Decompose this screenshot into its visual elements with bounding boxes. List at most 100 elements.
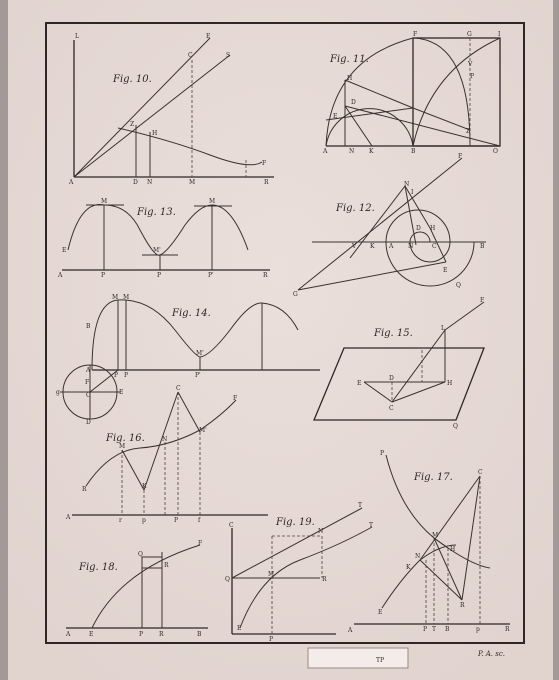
fig18-label: R bbox=[159, 631, 164, 638]
fig14-label: P bbox=[124, 372, 128, 379]
fig11: Fig. 11. F G I H D E V P Z A N K B O bbox=[322, 31, 501, 155]
fig15-label: D bbox=[389, 375, 394, 382]
fig11-label: F bbox=[413, 31, 417, 38]
fig14-label: M bbox=[123, 294, 129, 301]
fig17-label: R bbox=[460, 602, 465, 609]
fig11-label: G bbox=[467, 31, 472, 38]
fig13-title: Fig. 13. bbox=[136, 207, 176, 218]
fig10-label: E bbox=[206, 33, 210, 40]
fig11-title: Fig. 11. bbox=[329, 54, 369, 65]
fig18-label: E bbox=[89, 631, 93, 638]
fig18-title: Fig. 18. bbox=[78, 562, 118, 573]
fig10-label: C bbox=[188, 52, 193, 59]
fig17-label: N bbox=[415, 553, 420, 560]
fig12-label: D bbox=[416, 225, 421, 232]
fig12-label: F bbox=[458, 153, 462, 160]
fig11-label: E bbox=[333, 113, 337, 120]
fig10-title: Fig. 10. bbox=[112, 74, 152, 85]
fig15-label: F bbox=[480, 297, 484, 304]
fig16-label: p bbox=[142, 517, 146, 524]
fig15-label: Q bbox=[453, 423, 458, 430]
fig14-label: D bbox=[86, 419, 91, 426]
fig11-label: H bbox=[347, 75, 352, 82]
fig14-label: A bbox=[85, 367, 91, 374]
fig19-label: C bbox=[229, 522, 234, 529]
fig10-label: N bbox=[147, 179, 152, 186]
fig16-label: M bbox=[119, 443, 125, 450]
fig15-label: H bbox=[447, 380, 452, 387]
fig16-label: R bbox=[82, 486, 87, 493]
fig16-label: C bbox=[176, 385, 181, 392]
fig12-label: N bbox=[404, 181, 409, 188]
fig17-label: T bbox=[432, 626, 436, 633]
fig13-label: P bbox=[101, 272, 105, 279]
fig11-label: V bbox=[467, 61, 473, 68]
fig13-label: P bbox=[157, 272, 161, 279]
fig18-label: Q bbox=[138, 551, 143, 558]
fig17-label: E bbox=[378, 609, 382, 616]
fig19-label: T bbox=[358, 502, 362, 509]
fig12-label: B bbox=[480, 243, 485, 250]
fig11-label: N bbox=[349, 148, 354, 155]
fig15-title: Fig. 15. bbox=[373, 328, 413, 339]
fig14-label: B bbox=[86, 323, 91, 330]
fig10: Fig. 10. L E S C Z H A D N M F R bbox=[68, 33, 274, 186]
fig17-label: P bbox=[423, 626, 427, 633]
fig17-label: H bbox=[450, 546, 455, 553]
fig16-label: M' bbox=[199, 427, 207, 434]
fig18-label: A bbox=[65, 631, 71, 638]
fig15-label: C bbox=[389, 405, 394, 412]
fig10-label: D bbox=[133, 179, 138, 186]
fig16-label: K bbox=[142, 483, 147, 490]
fig11-label: O bbox=[493, 148, 498, 155]
fig17: Fig. 17. P C M N H R K E A P T B p R bbox=[347, 450, 510, 634]
fig16-title: Fig. 16. bbox=[105, 433, 145, 444]
fig13-label: M bbox=[209, 198, 215, 205]
fig13-label: E bbox=[62, 247, 66, 254]
fig10-label: M bbox=[189, 179, 195, 186]
fig16-label: f bbox=[198, 517, 201, 524]
fig12-label: E bbox=[443, 267, 447, 274]
fig10-label: F bbox=[262, 160, 266, 167]
fig12-label: N bbox=[408, 243, 413, 250]
fig14-label: C bbox=[86, 392, 91, 399]
fig16: Fig. 16. F C M M' K N R A r p P f bbox=[65, 385, 268, 524]
fig12-label: G bbox=[293, 291, 298, 298]
fig11-label: D bbox=[351, 99, 356, 106]
fig14-label: g bbox=[56, 389, 60, 396]
engraver-signature: P. A. sc. bbox=[477, 650, 505, 658]
fig14-title: Fig. 14. bbox=[171, 308, 211, 319]
fig19-label: P bbox=[269, 636, 273, 643]
fig12-label: Q bbox=[456, 282, 461, 289]
fig19-label: R bbox=[322, 576, 327, 583]
fig12: Fig. 12. F N I D H V K A N C B E Q G bbox=[293, 153, 486, 298]
fig19-title: Fig. 19. bbox=[275, 517, 315, 528]
fig11-label: Z bbox=[466, 128, 470, 135]
fig10-label: L bbox=[75, 33, 79, 40]
fig14-label: P' bbox=[195, 372, 201, 379]
fig13-label: P' bbox=[208, 272, 214, 279]
fig16-label: r bbox=[119, 517, 122, 524]
fig15-label: E bbox=[357, 380, 361, 387]
plate-frame bbox=[45, 22, 525, 644]
fig14-label: F bbox=[85, 379, 89, 386]
fig16-label: N bbox=[162, 436, 167, 443]
fig18-label: F bbox=[198, 540, 202, 547]
fig16-label: F bbox=[233, 395, 237, 402]
fig10-label: A bbox=[68, 179, 74, 186]
fig19-label: E bbox=[237, 625, 241, 632]
fig14-label: E bbox=[119, 389, 123, 396]
fig17-label: C bbox=[478, 469, 483, 476]
fig18: Fig. 18. F Q R A E P R B bbox=[65, 540, 208, 638]
fig10-label: H bbox=[152, 130, 157, 137]
fig17-label: P bbox=[380, 450, 384, 457]
fig11-label: A bbox=[322, 148, 328, 155]
fig17-label: B bbox=[445, 626, 450, 633]
fig13: Fig. 13. M M' E M A P P P' R bbox=[57, 198, 270, 279]
fig11-label: P bbox=[470, 73, 474, 80]
fig11-label: K bbox=[369, 148, 374, 155]
fig17-label: p bbox=[476, 626, 480, 633]
fig14-label: M' bbox=[196, 350, 204, 357]
